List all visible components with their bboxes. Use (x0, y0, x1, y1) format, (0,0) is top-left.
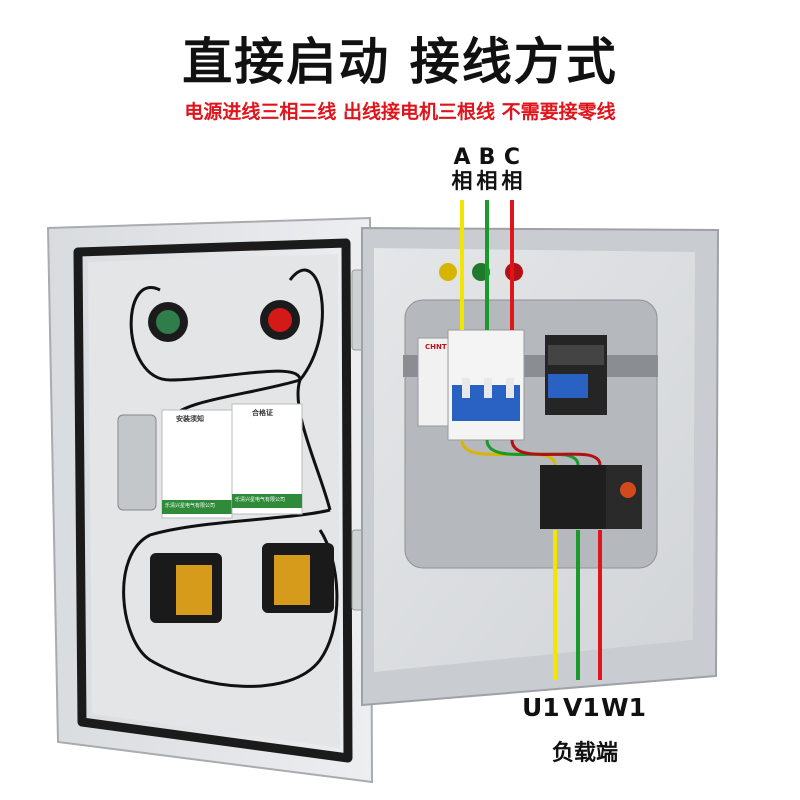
phase-a-char: 相 (451, 169, 473, 193)
page-title: 直接启动 接线方式 (182, 33, 618, 91)
load-v1-label: V1 (563, 693, 600, 722)
circuit-breaker (417, 329, 525, 441)
phase-c-letter: C (503, 145, 521, 170)
load-w1-label: W1 (601, 693, 646, 722)
phase-b-letter: B (478, 145, 496, 170)
red-indicator-light (268, 308, 292, 332)
phase-b-char: 相 (476, 169, 498, 193)
phase-a-label: A 相 (447, 145, 477, 193)
company-name-left: 乐清兴星电气有限公司 (165, 503, 216, 509)
green-indicator-light (156, 310, 180, 334)
company-name-right: 乐清兴星电气有限公司 (235, 497, 286, 503)
phase-c-label: C 相 (497, 145, 527, 193)
ac-contactor (545, 335, 607, 415)
safety-notice-title: 安装须知 (176, 415, 204, 423)
phase-b-label: B 相 (472, 145, 502, 193)
load-u1-label: U1 (522, 693, 560, 722)
phase-c-char: 相 (501, 169, 523, 193)
page-subtitle: 电源进线三相三线 出线接电机三根线 不需要接零线 (184, 101, 616, 123)
thermal-relay (540, 465, 642, 529)
phase-a-letter: A (453, 145, 471, 170)
door-lock (117, 414, 157, 511)
load-end-label: 负载端 (551, 741, 618, 766)
yellow-cable-gland (439, 263, 457, 281)
certificate-title: 合格证 (252, 409, 273, 417)
breaker-brand-label: CHNT (425, 343, 447, 351)
